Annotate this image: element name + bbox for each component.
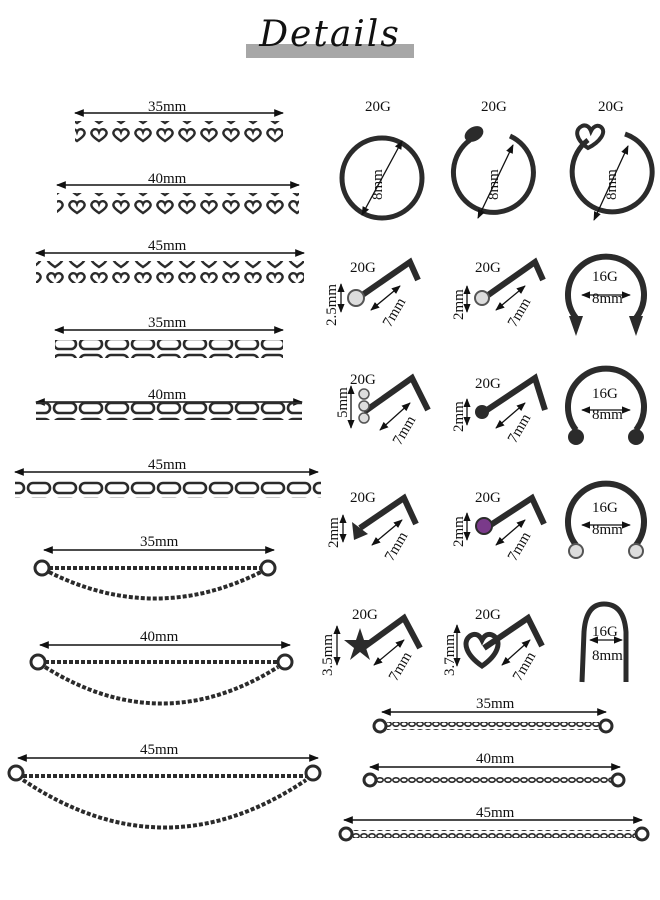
hoop-ring-plain [339, 135, 425, 221]
head-size-label: 2mm [451, 289, 467, 320]
l-stud-purple-gem [463, 493, 547, 546]
straight-chain-45mm [338, 816, 650, 842]
diameter-label: 8mm [592, 407, 623, 423]
chain-size-label: 40mm [476, 751, 515, 767]
diameter-label: 8mm [486, 169, 502, 200]
straight-chain-35mm [372, 708, 614, 734]
diameter-label: 8mm [592, 291, 623, 307]
chain-size-label: 40mm [148, 171, 187, 187]
diameter-label: 8mm [592, 648, 623, 664]
gauge-label: 20G [350, 490, 376, 506]
gauge-label: 20G [352, 607, 378, 623]
chain-size-label: 45mm [476, 805, 515, 821]
head-size-label: 2mm [326, 517, 342, 548]
figaro-chain-35mm [54, 326, 284, 358]
gauge-label: 20G [475, 607, 501, 623]
gauge-label: 20G [475, 260, 501, 276]
gauge-label: 16G [592, 500, 618, 516]
gauge-label: 20G [598, 99, 624, 115]
l-stud-crystal-2mm [463, 257, 546, 313]
gauge-label: 20G [475, 376, 501, 392]
l-stud-star [333, 613, 423, 666]
diameter-label: 8mm [592, 522, 623, 538]
diameter-label: 8mm [604, 169, 620, 200]
gauge-label: 20G [481, 99, 507, 115]
l-stud-triple-crystal [347, 373, 431, 431]
hoop-ring-ball-end [450, 126, 536, 219]
head-size-label: 2mm [451, 516, 467, 547]
head-size-label: 2mm [451, 401, 467, 432]
heart-chain-35mm [74, 109, 284, 143]
chain-size-label: 45mm [148, 457, 187, 473]
l-stud-ball [463, 373, 548, 429]
l-stud-cone [339, 493, 419, 546]
chain-size-label: 45mm [140, 742, 179, 758]
double-chain-40mm [29, 641, 294, 706]
chain-size-label: 40mm [140, 629, 179, 645]
double-chain-45mm [7, 754, 322, 830]
gauge-label: 20G [350, 372, 376, 388]
head-size-label: 3.7mm [442, 633, 458, 676]
septum-retainer [579, 601, 629, 683]
heart-chain-40mm [56, 181, 300, 215]
head-size-label: 2.5mm [324, 283, 340, 326]
horseshoe-spike [565, 253, 647, 336]
gauge-label: 20G [475, 490, 501, 506]
straight-chain-40mm [362, 763, 626, 788]
chain-size-label: 40mm [148, 387, 187, 403]
double-chain-35mm [33, 546, 277, 601]
title-underline-band [246, 44, 414, 58]
gauge-label: 16G [592, 386, 618, 402]
chain-size-label: 35mm [148, 315, 187, 331]
chain-size-label: 45mm [148, 238, 187, 254]
l-stud-heart [453, 613, 545, 670]
chain-size-label: 35mm [140, 534, 179, 550]
figaro-chain-45mm [14, 468, 321, 498]
chain-size-label: 35mm [148, 99, 187, 115]
horseshoe-crystal [565, 480, 647, 559]
chain-size-label: 35mm [476, 696, 515, 712]
gauge-label: 16G [592, 269, 618, 285]
horseshoe-ball [565, 365, 647, 445]
page-title: Details [259, 14, 401, 55]
gauge-label: 20G [365, 99, 391, 115]
l-stud-crystal-2.5mm [337, 257, 421, 313]
gauge-label: 20G [350, 260, 376, 276]
diameter-label: 8mm [370, 169, 386, 200]
head-size-label: 5mm [335, 387, 351, 418]
head-size-label: 3.5mm [320, 633, 336, 676]
figaro-chain-40mm [35, 398, 303, 420]
heart-chain-45mm [35, 249, 305, 283]
gauge-label: 16G [592, 624, 618, 640]
hoop-ring-heart-end [569, 123, 655, 221]
